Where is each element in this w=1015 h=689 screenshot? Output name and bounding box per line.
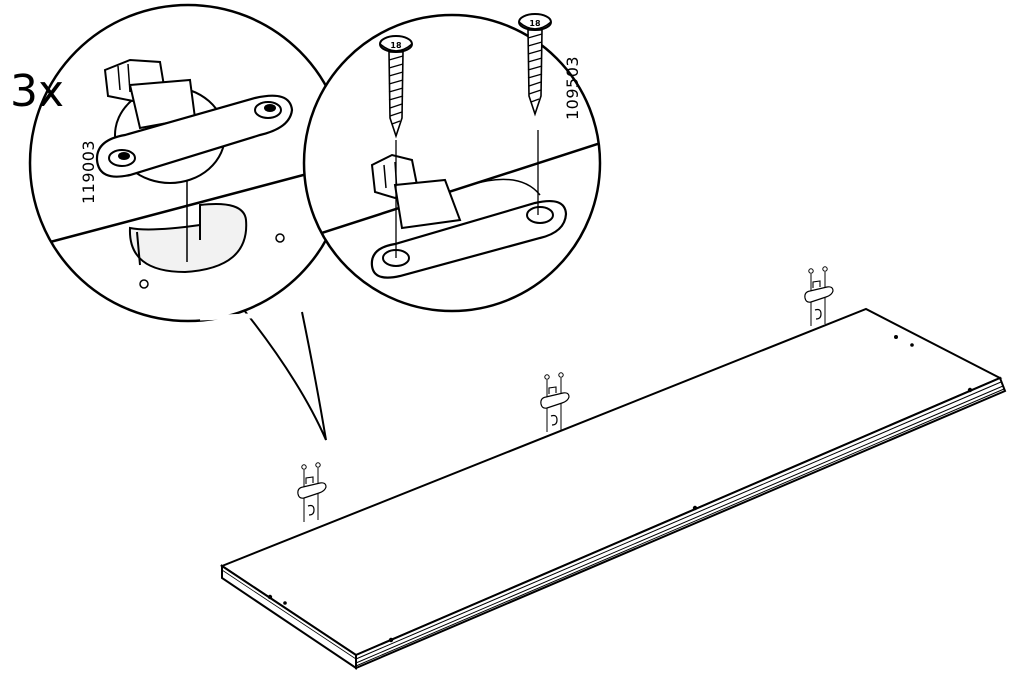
screw-right: 18	[518, 13, 552, 115]
board-fitting-right	[804, 266, 834, 327]
board-fitting-left	[297, 462, 327, 523]
screw-detail-callout: 18 18	[302, 13, 602, 313]
fitting-detail-callout	[28, 3, 348, 441]
shelf-board	[219, 307, 1007, 670]
screw-part-number: 109503	[563, 56, 582, 120]
screw-head-mark-right: 18	[529, 19, 541, 28]
quantity-label: 3x	[10, 66, 64, 117]
fitting-part-number: 119003	[79, 140, 98, 204]
board-holes	[267, 335, 973, 643]
screw-left: 18	[379, 35, 413, 137]
board-fitting-middle	[540, 372, 570, 433]
screw-head-mark-left: 18	[390, 41, 402, 50]
board-top-face	[219, 307, 1003, 657]
callout-pointer	[239, 304, 327, 441]
